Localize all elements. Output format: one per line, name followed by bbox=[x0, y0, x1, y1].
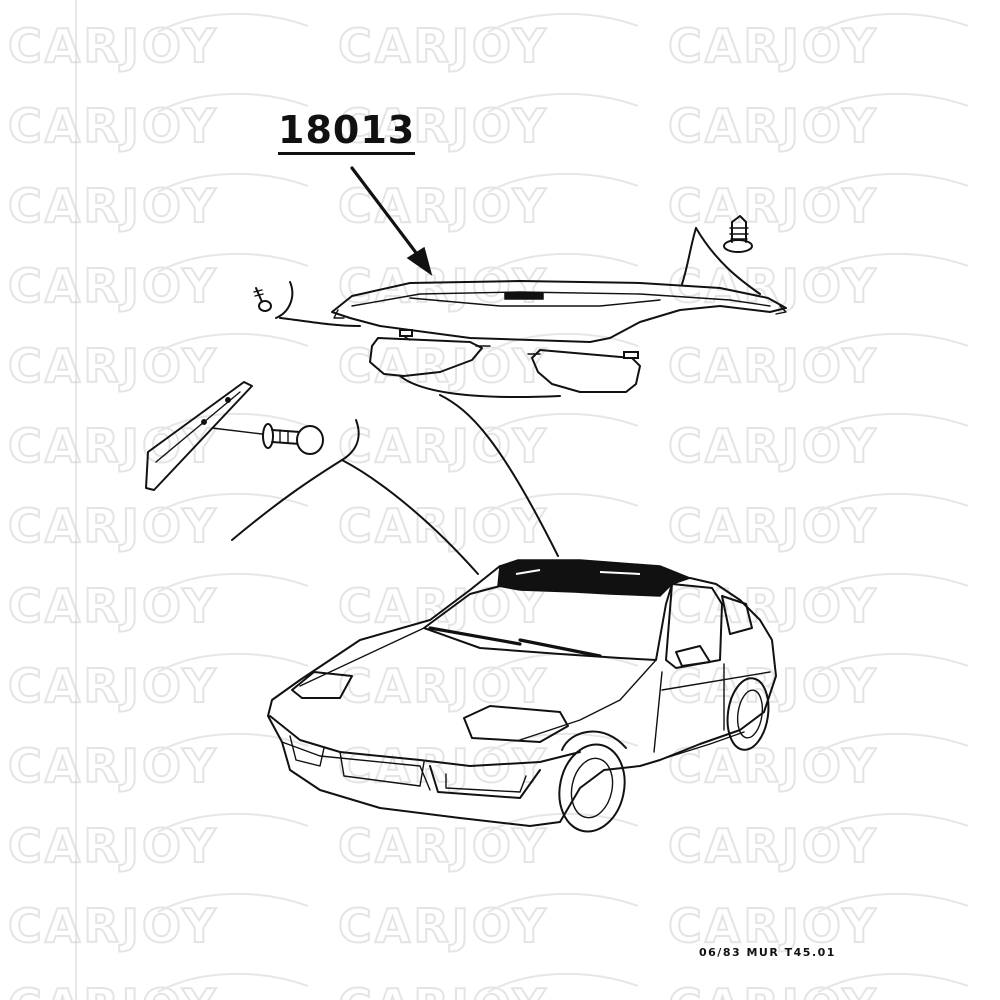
watermark-logo-car bbox=[487, 412, 639, 433]
footer-reference: 06/83 MUR T45.01 bbox=[699, 946, 836, 959]
watermark-text: CARJOY bbox=[8, 819, 219, 873]
watermark-logo-car bbox=[817, 572, 969, 593]
trim-clip bbox=[211, 423, 324, 455]
pillar-trim-strip bbox=[145, 381, 253, 491]
watermark-text: CARJOY bbox=[668, 419, 879, 473]
watermark-text: CARJOY bbox=[8, 899, 219, 953]
watermark-logo-car bbox=[487, 812, 639, 833]
car-illustration bbox=[267, 559, 777, 833]
watermark-text: CARJOY bbox=[668, 339, 879, 393]
watermark-text: CARJOY bbox=[338, 19, 549, 73]
watermark-text: CARJOY bbox=[8, 419, 219, 473]
watermark-text: CARJOY bbox=[668, 179, 879, 233]
watermark-logo-car bbox=[157, 892, 309, 913]
watermark-logo-car bbox=[157, 812, 309, 833]
watermark-text: CARJOY bbox=[338, 99, 549, 153]
watermark-text: CARJOY bbox=[338, 739, 549, 793]
watermark-text: CARJOY bbox=[8, 659, 219, 713]
roof-area bbox=[497, 559, 693, 597]
watermark-logo-car bbox=[157, 92, 309, 113]
watermark-logo-car bbox=[487, 12, 639, 33]
watermark-logo-car bbox=[817, 252, 969, 273]
watermark-text: CARJOY bbox=[668, 99, 879, 153]
watermark-text: CARJOY bbox=[338, 259, 549, 313]
watermark-logo-car bbox=[817, 12, 969, 33]
watermark-text: CARJOY bbox=[668, 739, 879, 793]
watermark-logo-car bbox=[157, 172, 309, 193]
sun-visor-right bbox=[527, 349, 641, 393]
watermark-logo-car bbox=[817, 492, 969, 513]
watermark-text: CARJOY bbox=[668, 979, 879, 1000]
watermark-text: CARJOY bbox=[8, 739, 219, 793]
watermark-logo-car bbox=[817, 332, 969, 353]
clip-leaders bbox=[231, 419, 479, 575]
watermark-logo-car bbox=[817, 412, 969, 433]
sun-visor-left bbox=[369, 329, 491, 377]
watermark-logo-car bbox=[817, 812, 969, 833]
watermark-layer: CARJOY CARJOY CARJOY CARJOY CARJOY CARJOY CARJ… bbox=[7, 12, 969, 1000]
watermark-text: CARJOY bbox=[668, 499, 879, 553]
watermark-logo-car bbox=[157, 412, 309, 433]
watermark-text: CARJOY bbox=[8, 979, 219, 1000]
watermark-logo-car bbox=[487, 332, 639, 353]
watermark-text: CARJOY bbox=[338, 659, 549, 713]
watermark-text: CARJOY bbox=[8, 179, 219, 233]
watermark-text: CARJOY bbox=[338, 179, 549, 233]
watermark-text: CARJOY bbox=[8, 99, 219, 153]
watermark-text: CARJOY bbox=[8, 19, 219, 73]
watermark-logo-car bbox=[817, 732, 969, 753]
watermark-text: CARJOY bbox=[338, 979, 549, 1000]
watermark-logo-car bbox=[817, 172, 969, 193]
watermark-logo-car bbox=[487, 492, 639, 513]
watermark-logo-car bbox=[157, 572, 309, 593]
watermark-logo-car bbox=[817, 972, 969, 993]
watermark-logo-car bbox=[487, 92, 639, 113]
watermark-text: CARJOY bbox=[338, 419, 549, 473]
watermark-text: CARJOY bbox=[8, 259, 219, 313]
watermark-logo-car bbox=[487, 892, 639, 913]
watermark-logo-car bbox=[487, 732, 639, 753]
watermark-logo-car bbox=[157, 252, 309, 273]
watermark-text: CARJOY bbox=[668, 19, 879, 73]
watermark-logo-car bbox=[157, 492, 309, 513]
screw-left bbox=[253, 287, 272, 312]
watermark-logo-car bbox=[487, 972, 639, 993]
watermark-logo-car bbox=[817, 892, 969, 913]
watermark-logo-car bbox=[157, 972, 309, 993]
watermark-text: CARJOY bbox=[338, 339, 549, 393]
watermark-text: CARJOY bbox=[668, 819, 879, 873]
push-clip-top bbox=[723, 215, 753, 253]
watermark-text: CARJOY bbox=[8, 499, 219, 553]
watermark-text: CARJOY bbox=[668, 899, 879, 953]
watermark-text: CARJOY bbox=[338, 499, 549, 553]
roof-headliner bbox=[331, 280, 787, 343]
watermark-text: CARJOY bbox=[8, 339, 219, 393]
watermark-logo-car bbox=[817, 92, 969, 113]
part-number-label: 18013 bbox=[278, 108, 416, 155]
watermark-logo-car bbox=[817, 652, 969, 673]
watermark-logo-car bbox=[487, 252, 639, 273]
watermark-logo-car bbox=[157, 652, 309, 673]
watermark-text: CARJOY bbox=[338, 899, 549, 953]
watermark-logo-car bbox=[157, 12, 309, 33]
part-arrow bbox=[350, 166, 433, 276]
watermark-logo-car bbox=[157, 332, 309, 353]
watermark-text: CARJOY bbox=[8, 579, 219, 633]
assembly-leaders bbox=[275, 227, 761, 557]
watermark-logo-car bbox=[487, 172, 639, 193]
watermark-text: CARJOY bbox=[338, 819, 549, 873]
watermark-logo-car bbox=[157, 732, 309, 753]
